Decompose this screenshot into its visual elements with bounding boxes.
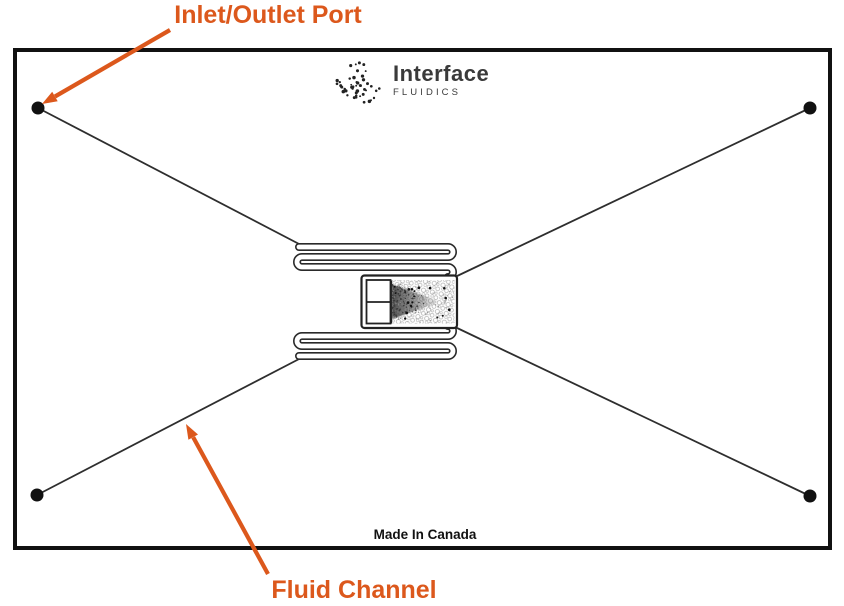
logo: Interface FLUIDICS: [393, 61, 490, 99]
inlet-outlet-port-top-left: [31, 101, 45, 115]
arrowhead-icon: [42, 91, 58, 104]
made-in-text: Made In Canada: [373, 527, 477, 542]
port-annotation-arrow: [42, 28, 172, 104]
logo-dot-cluster-icon: [335, 61, 381, 104]
porous-media-specks: [391, 281, 453, 323]
serpentine-channel-top: [293, 243, 457, 281]
arrowhead-icon: [186, 424, 198, 440]
inlet-outlet-port-label: Inlet/Outlet Port: [174, 1, 362, 29]
serpentine-channel-bottom: [293, 322, 457, 360]
fluid-channel-bottom-right: [454, 326, 811, 497]
inlet-outlet-port-bottom-right: [803, 489, 817, 503]
fluid-channel-top-left: [37, 107, 302, 246]
fluid-channel-bottom-left: [36, 357, 302, 496]
logo-brand-text: Interface: [393, 61, 490, 86]
logo-division-text: FLUIDICS: [393, 87, 462, 98]
channel-annotation-arrow: [186, 424, 270, 576]
inlet-outlet-port-top-right: [803, 101, 817, 115]
inlet-outlet-port-bottom-left: [30, 488, 44, 502]
fluid-channel-top-right: [454, 107, 811, 278]
dispersion-wedge: [392, 284, 441, 319]
fluid-channel-label: Fluid Channel: [271, 576, 437, 604]
chip-outline: [13, 48, 832, 550]
porous-media: [390, 280, 455, 324]
